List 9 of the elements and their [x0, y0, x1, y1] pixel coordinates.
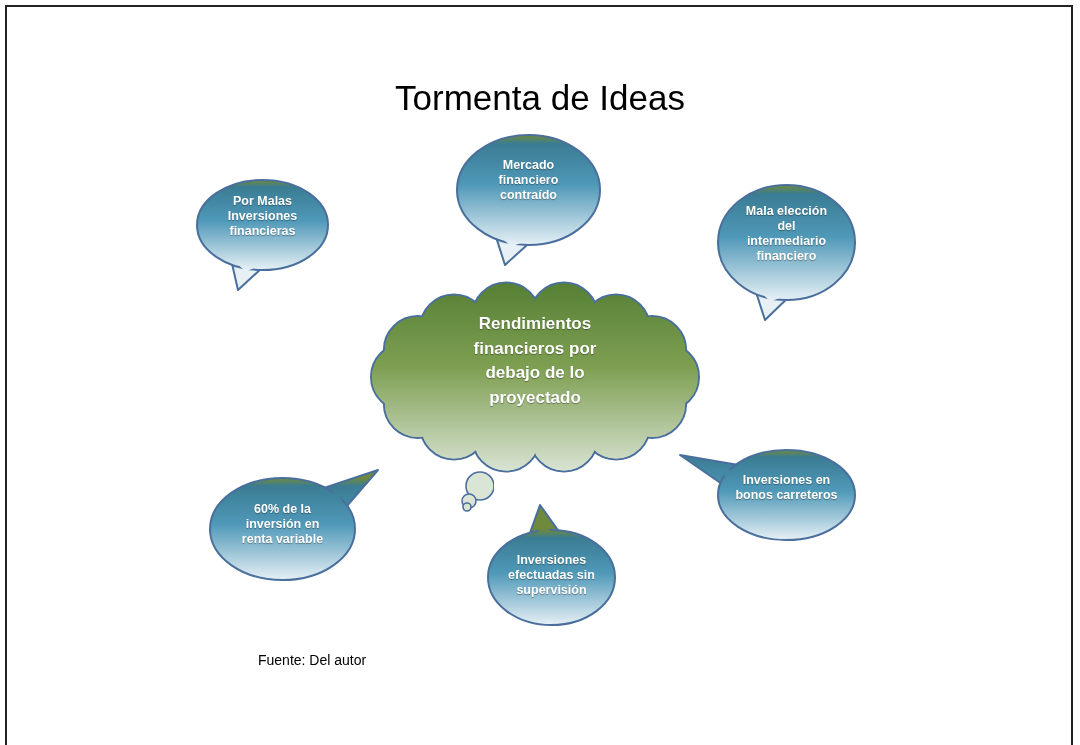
idea-text: Mercado financiero contraído [497, 157, 560, 203]
idea-text: Mala elección del intermediario financiero [745, 203, 828, 264]
title: Tormenta de Ideas [394, 78, 686, 118]
idea-text: 60% de la inversión en renta variable [240, 501, 325, 547]
idea-text: Inversiones efectuadas sin supervisión [507, 552, 596, 598]
idea-text: Por Malas Inversiones financieras [226, 193, 299, 239]
source-note: Fuente: Del autor [258, 652, 367, 668]
central-problem-text: Rendimientos financieros por debajo de lo proyectado [472, 313, 598, 410]
idea-text: Inversiones en bonos carreteros [734, 473, 839, 504]
